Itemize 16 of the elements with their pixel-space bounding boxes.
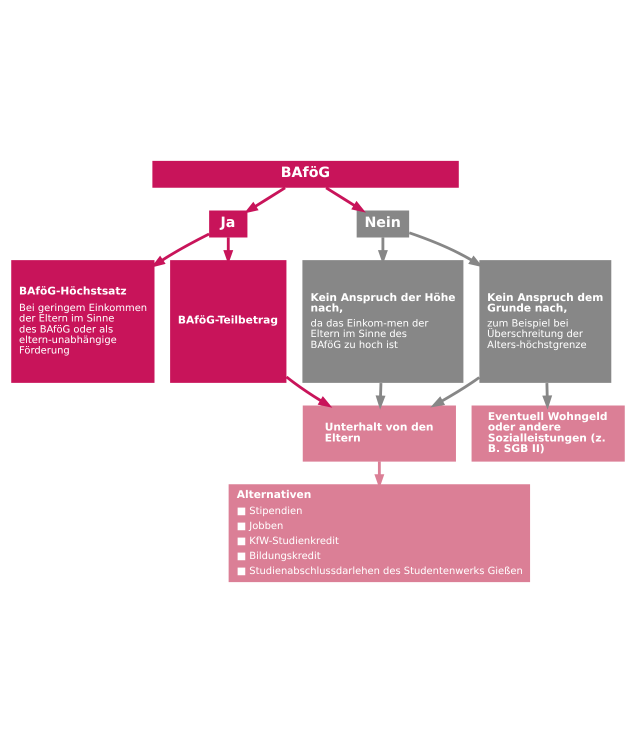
node-box: Ja	[209, 210, 248, 238]
node-box: Unterhalt von den Eltern	[302, 406, 456, 462]
node-box: BAföG	[152, 160, 459, 188]
node-box: BAföG-Höchstsatz Bei geringem Einkommen der Eltern im Sinne des BAföG oder als eltern-unabhängige Förderung	[11, 260, 154, 383]
node-box: Kein Anspruch dem Grunde nach, zum Beispiel bei Überschreitung der Alters-höchstgrenze	[479, 260, 612, 383]
arrow	[542, 383, 552, 410]
node-box: BAföG-Teilbetrag	[170, 260, 286, 383]
arrow	[376, 382, 386, 410]
node-box: Nein	[356, 210, 410, 238]
arrow	[325, 186, 366, 213]
arrow	[430, 376, 480, 408]
arrow	[286, 376, 332, 408]
arrow	[244, 186, 286, 214]
node-box: Kein Anspruch der Höhe nach, da das Einkom-men der Eltern im Sinne des BAföG zu hoch ist	[302, 260, 464, 383]
node-box: Eventuell Wohngeld oder andere Sozialleistungen (z. B. SGB II)	[472, 406, 625, 462]
node-box: Alternativen ■ Stipendien ■ Jobben ■ KfW-Studienkredit ■ Bildungskredit ■ Studienabschlussdarlehen des Studentenwerks Gießen	[228, 484, 530, 582]
